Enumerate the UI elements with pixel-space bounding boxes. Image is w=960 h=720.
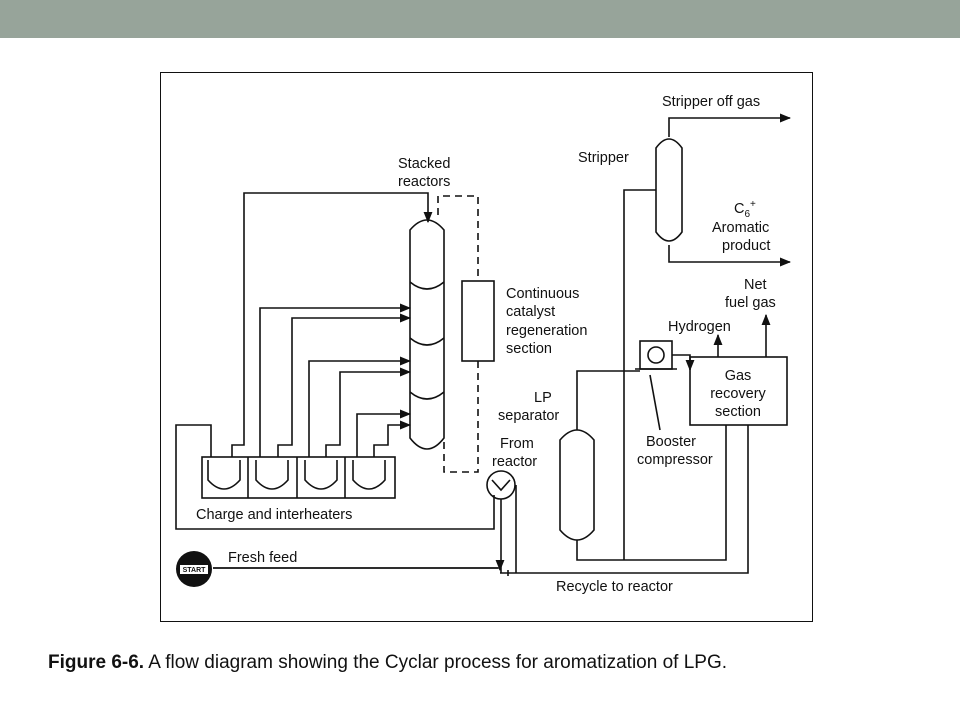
- heater-coil-2: [255, 460, 289, 490]
- heater-coil-1: [207, 460, 241, 490]
- figure-caption: Figure 6-6. A flow diagram showing the C…: [48, 652, 928, 674]
- lp-separator-vessel: [559, 429, 595, 541]
- pump: [486, 470, 516, 500]
- lp-label-2: separator: [498, 408, 559, 424]
- booster-label-1: Booster: [646, 434, 696, 450]
- stripper-off-gas-label: Stripper off gas: [662, 94, 760, 110]
- catalyst-transfer-line: [437, 195, 479, 281]
- fresh-feed-label: Fresh feed: [228, 550, 297, 566]
- ccr-label-3: regeneration: [506, 323, 587, 339]
- booster-compressor: [639, 340, 673, 370]
- aromatic-label: Aromatic: [712, 220, 769, 236]
- ccr-label-1: Continuous: [506, 286, 579, 302]
- ccr-label-2: catalyst: [506, 304, 555, 320]
- stacked-reactors-column: [409, 219, 445, 450]
- ccr-label-4: section: [506, 341, 552, 357]
- reactor-divider: [409, 281, 445, 290]
- heater-box: [201, 456, 396, 499]
- gas-recovery-label-2: recovery: [710, 386, 766, 402]
- lp-label-1: LP: [534, 390, 552, 406]
- stripper-vessel: [655, 138, 683, 242]
- charge-heaters-label: Charge and interheaters: [196, 507, 352, 523]
- heater-coil-4: [352, 460, 386, 490]
- heater-coil-3: [304, 460, 338, 490]
- catalyst-return-line: [443, 361, 479, 473]
- reactor-divider: [409, 391, 445, 400]
- gas-recovery-label-3: section: [715, 404, 761, 420]
- net-label: Net: [744, 277, 767, 293]
- from-reactor-label-1: From: [500, 436, 534, 452]
- c6-label: C6+: [734, 199, 756, 220]
- reactor-divider: [409, 337, 445, 346]
- product-label: product: [722, 238, 770, 254]
- stacked-reactors-label-2: reactors: [398, 174, 450, 190]
- recycle-label: Recycle to reactor: [556, 579, 673, 595]
- regeneration-box: [461, 280, 495, 362]
- stripper-label: Stripper: [578, 150, 629, 166]
- from-reactor-label-2: reactor: [492, 454, 537, 470]
- fuel-gas-label: fuel gas: [725, 295, 776, 311]
- start-label: START: [183, 567, 207, 574]
- start-indicator: START: [176, 551, 212, 587]
- diagram-frame: [160, 72, 813, 622]
- stacked-reactors-label-1: Stacked: [398, 156, 450, 172]
- gas-recovery-box: [689, 356, 788, 426]
- gas-recovery-label-1: Gas: [725, 368, 752, 384]
- hydrogen-label: Hydrogen: [668, 319, 731, 335]
- booster-label-2: compressor: [637, 452, 713, 468]
- slide-top-bar: [0, 0, 960, 38]
- figure-number: Figure 6-6.: [48, 652, 145, 673]
- figure-caption-text: A flow diagram showing the Cyclar proces…: [144, 652, 728, 673]
